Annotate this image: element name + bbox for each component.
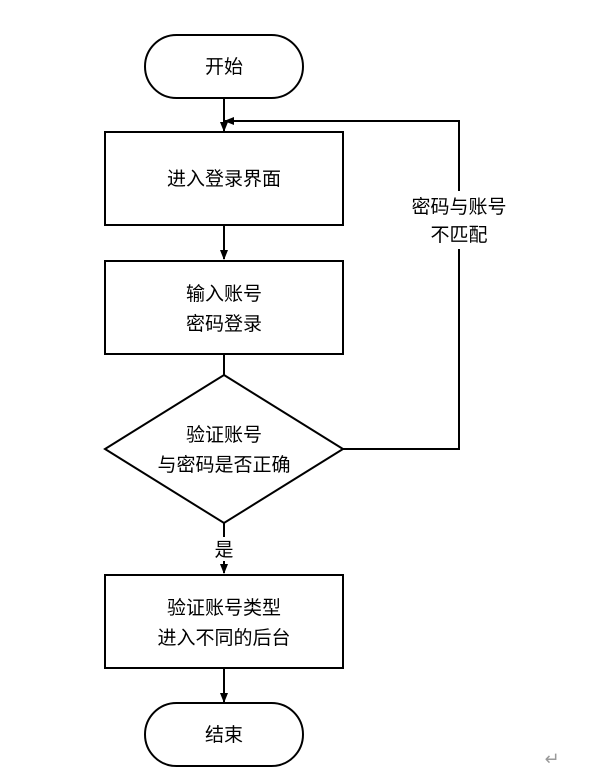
verify-type-node: 验证账号类型 进入不同的后台 (104, 574, 344, 669)
verify-decision-node: 验证账号 与密码是否正确 (103, 373, 345, 525)
start-node: 开始 (144, 34, 304, 99)
verify-line2: 与密码是否正确 (157, 454, 290, 476)
yes-label: 是 (214, 539, 233, 561)
verify-type-line1: 验证账号类型 (167, 597, 281, 619)
verify-type-line2: 进入不同的后台 (157, 627, 290, 649)
mismatch-label-line1: 密码与账号 (411, 196, 506, 218)
input-credentials-line2: 密码登录 (186, 313, 262, 335)
input-credentials-node: 输入账号 密码登录 (104, 260, 344, 355)
paragraph-mark-icon: ↵ (544, 749, 559, 770)
arrow-mismatch-loop (224, 117, 460, 450)
end-label: 结束 (205, 724, 243, 746)
enter-login-node: 进入登录界面 (104, 131, 344, 226)
start-label: 开始 (205, 56, 243, 78)
mismatch-label-group: 密码与账号 不匹配 (398, 191, 520, 249)
end-node: 结束 (144, 702, 304, 767)
mismatch-label-line2: 不匹配 (430, 224, 487, 246)
input-credentials-line1: 输入账号 (186, 283, 262, 305)
verify-line1: 验证账号 (186, 424, 262, 446)
enter-login-label: 进入登录界面 (167, 168, 281, 190)
